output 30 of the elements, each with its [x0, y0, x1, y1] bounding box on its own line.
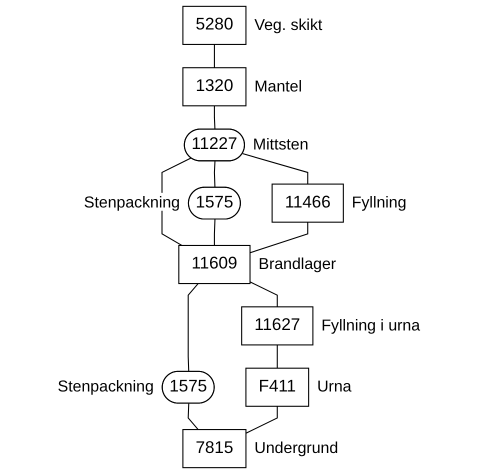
- connector: [188, 404, 199, 430]
- context-label: Stenpackning: [58, 378, 154, 396]
- connector: [214, 220, 216, 246]
- connector: [214, 44, 215, 68]
- connector: [276, 344, 278, 368]
- context-label: Fyllning i urna: [321, 317, 420, 334]
- connector: [250, 222, 308, 254]
- connector: [246, 406, 278, 434]
- context-ellipse: 1575: [188, 186, 241, 220]
- context-box: 1320: [182, 67, 246, 106]
- context-ellipse: 1575: [162, 370, 215, 404]
- context-box: 11466: [272, 184, 344, 223]
- context-box: 5280: [182, 6, 246, 45]
- connector: [242, 153, 308, 184]
- context-label: Urna: [317, 378, 352, 396]
- context-box: 7815: [182, 429, 246, 468]
- context-ellipse: 11227: [184, 128, 245, 162]
- connector: [250, 281, 278, 307]
- context-label: Mittsten: [252, 136, 308, 154]
- context-box: 11609: [178, 244, 251, 284]
- context-label: Veg. skikt: [254, 16, 322, 34]
- context-box: 11627: [241, 306, 314, 346]
- connector: [214, 106, 216, 130]
- context-label: Brandlager: [258, 256, 336, 273]
- context-label: Undergrund: [254, 440, 338, 458]
- connector: [188, 283, 199, 372]
- context-label: Fyllning: [352, 194, 406, 212]
- context-box: F411: [245, 368, 310, 407]
- context-label: Mantel: [254, 78, 302, 96]
- connector: [214, 161, 216, 188]
